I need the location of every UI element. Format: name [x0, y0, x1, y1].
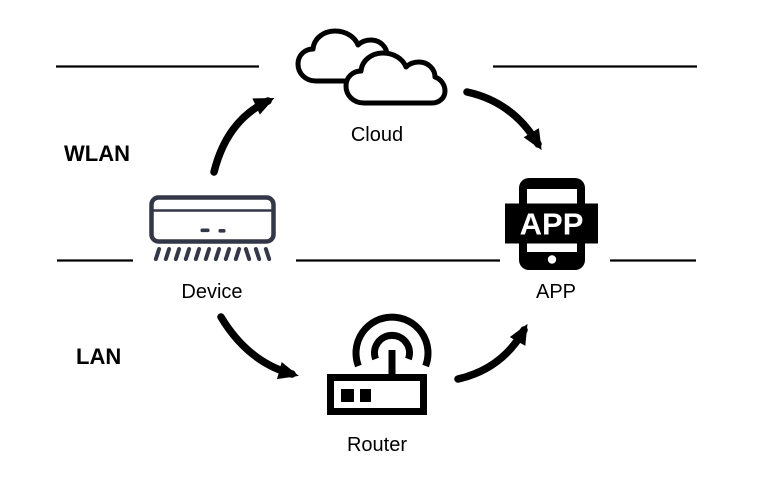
router-port-2: [360, 389, 371, 402]
arrow-device-to-cloud: [210, 97, 275, 176]
phone-home-button: [547, 255, 557, 264]
app-label: APP: [535, 281, 577, 303]
router-port-1: [341, 389, 354, 402]
router-body: [327, 374, 427, 415]
ac-airflow-strokes: [153, 247, 272, 262]
device-label: Device: [181, 281, 243, 303]
cloud-label: Cloud: [350, 124, 404, 146]
divider-lines: [56, 65, 697, 262]
app-badge-banner: [505, 203, 598, 244]
arrow-router-to-app: [454, 323, 528, 383]
router-label: Router: [346, 434, 408, 456]
cloud-front-shape: [343, 50, 448, 106]
ac-dash-1: [200, 228, 210, 233]
app-badge-text: APP: [520, 207, 584, 242]
cloud-icon: [295, 28, 448, 106]
router-signal-inner-arc: [371, 331, 413, 361]
router-antenna: [388, 350, 396, 379]
app-phone-icon: APP: [505, 178, 598, 270]
router-signal-outer-arc: [352, 313, 432, 368]
zone-label-wlan: WLAN: [64, 141, 130, 166]
arrow-cloud-to-app: [463, 88, 542, 151]
ac-dash-2: [218, 229, 226, 233]
arrow-device-to-router: [217, 313, 299, 380]
ac-device-icon: [149, 195, 276, 262]
zone-label-lan: LAN: [76, 344, 122, 369]
router-icon: [327, 313, 432, 415]
